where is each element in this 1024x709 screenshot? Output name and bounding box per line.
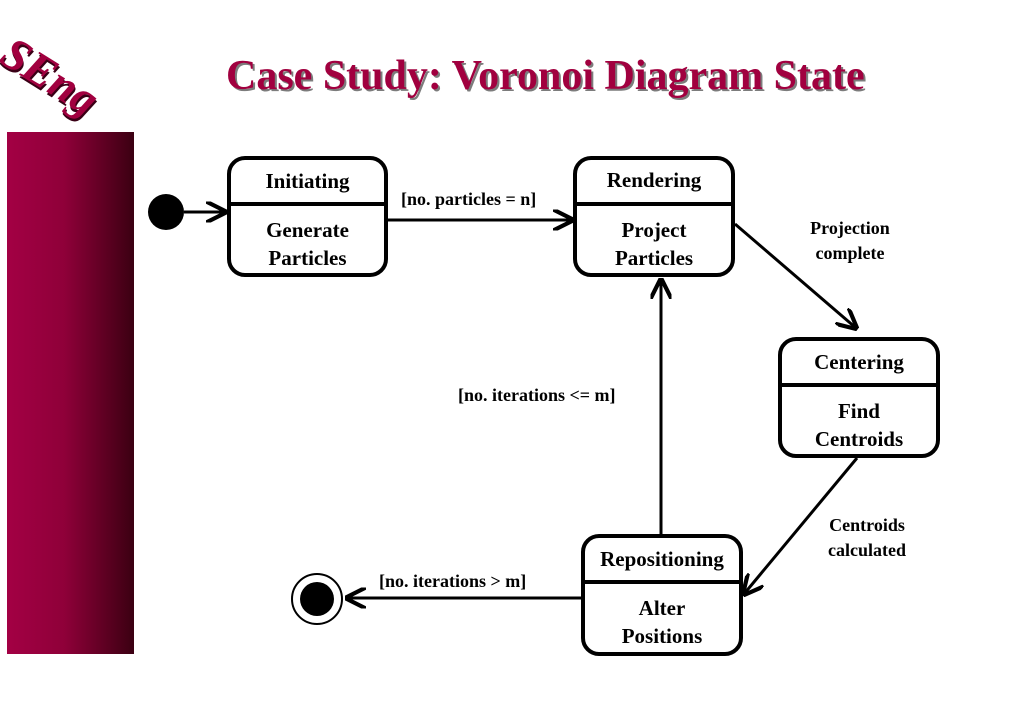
state-activity-text: Alter Positions	[621, 596, 703, 648]
transition-label-init-to-render: [no. particles = n]	[401, 189, 537, 209]
state-initiating: Initiating Generate Particles	[227, 156, 388, 277]
state-name: Rendering	[577, 160, 731, 206]
state-centering: Centering Find Centroids	[778, 337, 940, 458]
state-activity-text: Generate Particles	[266, 218, 349, 270]
state-rendering: Rendering Project Particles	[573, 156, 735, 277]
initial-state-node	[148, 194, 184, 230]
state-activity-text: Project Particles	[614, 218, 694, 270]
state-name: Initiating	[231, 160, 384, 206]
transition-label-render-to-center: Projection complete	[810, 218, 890, 263]
state-activity: Project Particles	[577, 206, 731, 273]
transition-label-center-to-reposition: Centroids calculated	[828, 515, 906, 560]
state-activity-text: Find Centroids	[814, 399, 904, 451]
arrow-rendering-to-centering	[734, 222, 856, 328]
transition-label-reposition-to-final: [no. iterations > m]	[379, 571, 527, 591]
transition-label-reposition-to-render: [no. iterations <= m]	[458, 385, 616, 405]
state-activity: Generate Particles	[231, 206, 384, 273]
state-activity: Alter Positions	[585, 584, 739, 652]
state-repositioning: Repositioning Alter Positions	[581, 534, 743, 656]
state-name: Centering	[782, 341, 936, 387]
decorative-sidebar	[7, 132, 134, 654]
state-name: Repositioning	[585, 538, 739, 584]
final-state-node	[300, 582, 334, 616]
state-activity: Find Centroids	[782, 387, 936, 454]
page-title: Case Study: Voronoi Diagram State	[226, 53, 865, 99]
arrow-centering-to-repositioning	[744, 457, 859, 594]
